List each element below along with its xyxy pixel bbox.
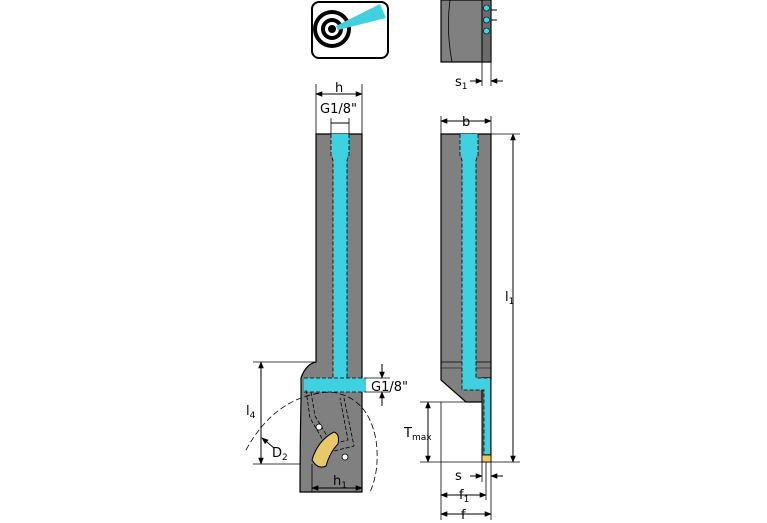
dim-s: s bbox=[455, 469, 462, 484]
dim-thread-top: G1/8" bbox=[320, 102, 357, 117]
dim-f: f bbox=[461, 508, 466, 523]
front-view bbox=[245, 84, 390, 493]
dim-f1: f1 bbox=[459, 488, 469, 505]
dim-l1: l1 bbox=[505, 290, 514, 307]
dim-tmax: Tmax bbox=[403, 426, 432, 443]
dim-l4: l4 bbox=[246, 404, 256, 421]
side-view bbox=[420, 116, 520, 520]
dim-h: h bbox=[335, 81, 343, 96]
top-view bbox=[440, 0, 503, 86]
dim-thread-side: G1/8" bbox=[371, 380, 408, 395]
dim-b: b bbox=[462, 115, 470, 130]
dim-d2: D2 bbox=[272, 446, 288, 463]
coolant-target-icon bbox=[311, 1, 389, 59]
dim-h1: h1 bbox=[333, 474, 347, 491]
dim-s1: s1 bbox=[455, 75, 468, 92]
